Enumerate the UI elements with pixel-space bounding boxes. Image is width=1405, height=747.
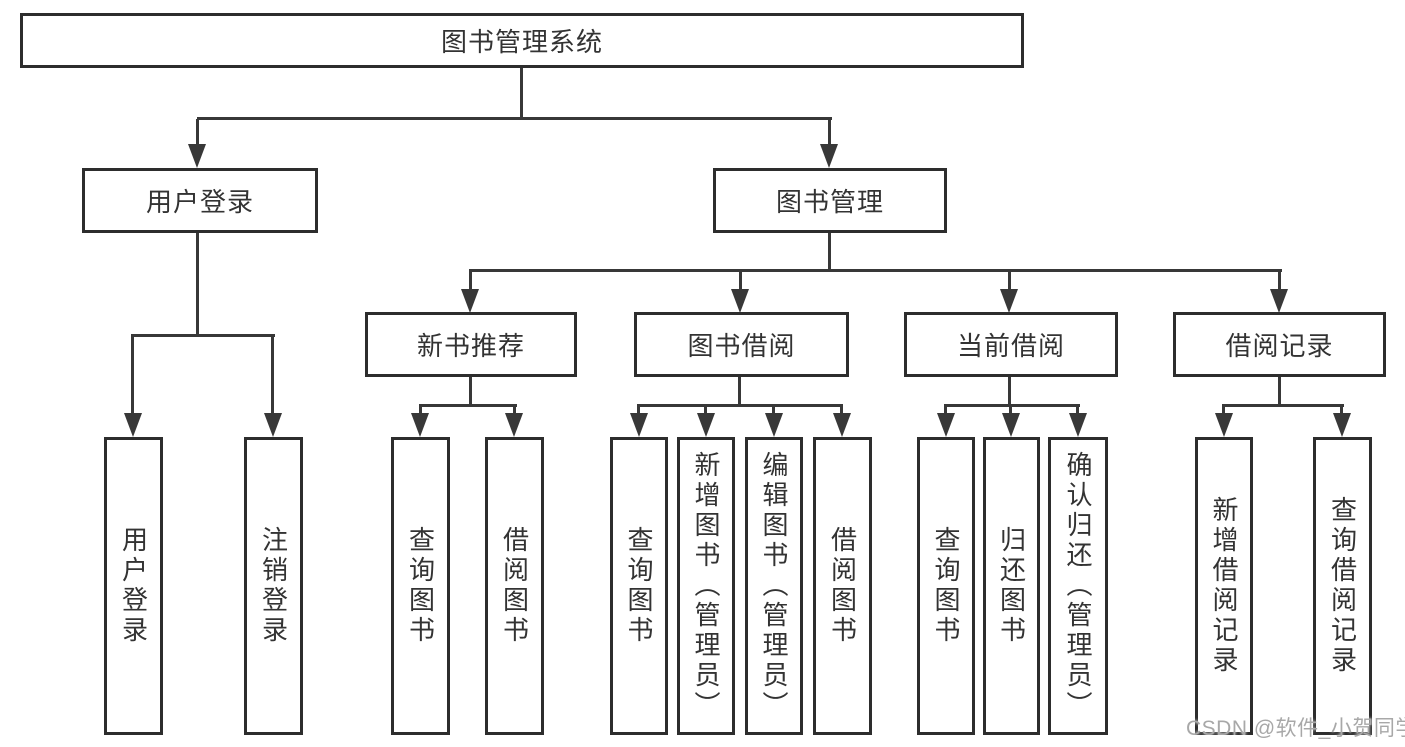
node-borrow-record: 借阅记录	[1173, 312, 1386, 377]
leaf-cb-confirm-return-admin: 确认归还（管理员）	[1048, 437, 1108, 735]
arrow-down-icon	[1002, 413, 1020, 437]
arrow-down-icon	[630, 413, 648, 437]
node-new-book-rec: 新书推荐	[365, 312, 577, 377]
connector-stem	[828, 119, 831, 147]
connector-stem	[1278, 377, 1281, 406]
connector-level3-bar	[469, 269, 1282, 272]
leaf-logout-label: 注销登录	[258, 526, 289, 646]
arrow-down-icon	[461, 289, 479, 313]
arrow-down-icon	[1000, 289, 1018, 313]
leaf-br-add-record-label: 新增借阅记录	[1209, 496, 1239, 676]
connector-stem	[944, 406, 947, 416]
arrow-down-icon	[411, 413, 429, 437]
connector-bar	[419, 404, 517, 407]
connector-stem	[1076, 406, 1079, 416]
connector-stem	[513, 406, 516, 416]
connector-stem	[196, 233, 199, 337]
connector-stem	[828, 233, 831, 272]
leaf-nb-borrow-books-label: 借阅图书	[499, 526, 530, 646]
connector-bar	[1222, 404, 1344, 407]
leaf-cb-query-books: 查询图书	[917, 437, 975, 735]
leaf-cb-confirm-return-admin-label: 确认归还（管理员）	[1063, 451, 1093, 721]
connector-stem	[469, 271, 472, 293]
arrow-down-icon	[820, 144, 838, 168]
leaf-bb-query-books-label: 查询图书	[624, 526, 654, 646]
arrow-down-icon	[697, 413, 715, 437]
node-user-login: 用户登录	[82, 168, 318, 233]
arrow-down-icon	[1215, 413, 1233, 437]
connector-stem	[271, 336, 274, 416]
connector-bar	[944, 404, 1080, 407]
leaf-nb-borrow-books: 借阅图书	[485, 437, 544, 735]
leaf-bb-add-books-admin-label: 新增图书（管理员）	[691, 451, 721, 721]
node-new-book-rec-label: 新书推荐	[416, 331, 525, 361]
connector-stem	[704, 406, 707, 416]
arrow-down-icon	[505, 413, 523, 437]
leaf-user-login: 用户登录	[104, 437, 163, 735]
connector-stem	[738, 377, 741, 406]
leaf-nb-query-books: 查询图书	[391, 437, 450, 735]
connector-stem	[196, 119, 199, 147]
node-root-label: 图书管理系统	[440, 27, 603, 57]
leaf-br-add-record: 新增借阅记录	[1195, 437, 1253, 735]
connector-stem	[419, 406, 422, 416]
leaf-nb-query-books-label: 查询图书	[405, 526, 436, 646]
leaf-logout: 注销登录	[244, 437, 303, 735]
node-book-borrow-label: 图书借阅	[687, 331, 796, 361]
connector-stem	[131, 336, 134, 416]
connector-root-stem	[520, 68, 523, 119]
connector-stem	[1009, 406, 1012, 416]
connector-stem	[739, 271, 742, 293]
leaf-cb-query-books-label: 查询图书	[931, 526, 961, 646]
node-book-borrow: 图书借阅	[634, 312, 849, 377]
arrow-down-icon	[188, 144, 206, 168]
node-book-mgmt: 图书管理	[713, 168, 947, 233]
arrow-down-icon	[1270, 289, 1288, 313]
leaf-cb-return-books-label: 归还图书	[996, 526, 1027, 646]
leaf-bb-query-books: 查询图书	[610, 437, 668, 735]
leaf-bb-edit-books-admin: 编辑图书（管理员）	[745, 437, 803, 735]
arrow-down-icon	[937, 413, 955, 437]
leaf-bb-edit-books-admin-label: 编辑图书（管理员）	[759, 451, 789, 721]
node-current-borrow-label: 当前借阅	[956, 331, 1065, 361]
connector-stem	[1340, 406, 1343, 416]
leaf-cb-return-books: 归还图书	[983, 437, 1040, 735]
arrow-down-icon	[1069, 413, 1087, 437]
leaf-bb-add-books-admin: 新增图书（管理员）	[677, 437, 735, 735]
node-borrow-record-label: 借阅记录	[1225, 331, 1334, 361]
connector-stem	[772, 406, 775, 416]
arrow-down-icon	[264, 413, 282, 437]
node-book-mgmt-label: 图书管理	[775, 187, 884, 217]
leaf-br-query-record-label: 查询借阅记录	[1327, 496, 1358, 676]
connector-stem	[1222, 406, 1225, 416]
connector-stem	[1008, 377, 1011, 406]
leaf-bb-borrow-books-label: 借阅图书	[827, 526, 858, 646]
connector-stem	[469, 377, 472, 406]
connector-bar	[637, 404, 843, 407]
connector-user-login-bar	[131, 334, 275, 337]
connector-stem	[1008, 271, 1011, 293]
connector-level2-bar	[197, 117, 832, 120]
leaf-br-query-record: 查询借阅记录	[1313, 437, 1372, 735]
arrow-down-icon	[1333, 413, 1351, 437]
leaf-bb-borrow-books: 借阅图书	[813, 437, 872, 735]
node-user-login-label: 用户登录	[145, 187, 254, 217]
connector-stem	[637, 406, 640, 416]
leaf-user-login-label: 用户登录	[118, 526, 149, 646]
arrow-down-icon	[124, 413, 142, 437]
node-current-borrow: 当前借阅	[904, 312, 1118, 377]
arrow-down-icon	[765, 413, 783, 437]
csdn-watermark: CSDN @软件_小贺同学	[1186, 717, 1405, 740]
arrow-down-icon	[731, 289, 749, 313]
arrow-down-icon	[833, 413, 851, 437]
connector-stem	[1278, 271, 1281, 293]
node-root: 图书管理系统	[20, 13, 1024, 68]
connector-stem	[840, 406, 843, 416]
